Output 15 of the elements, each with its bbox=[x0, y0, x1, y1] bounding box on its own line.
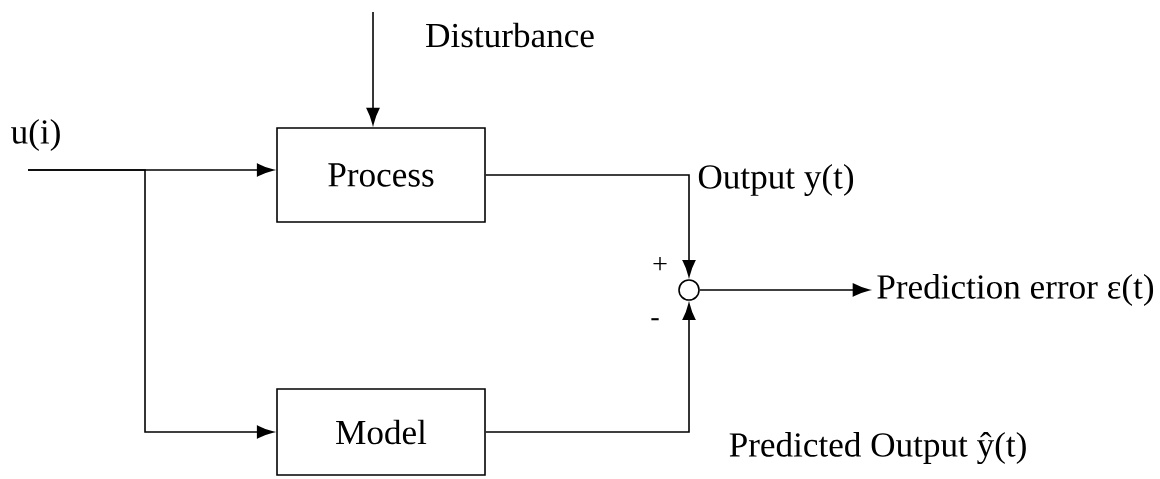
edge-label: Disturbance bbox=[426, 22, 594, 48]
edge-label: u(i) bbox=[11, 119, 60, 151]
process-box: Model bbox=[276, 388, 486, 476]
arrow bbox=[485, 303, 696, 433]
output-text: Prediction error ε(t) bbox=[877, 274, 1154, 306]
arrow bbox=[485, 174, 696, 277]
edge-label: Predicted Output ŷ(t) bbox=[729, 432, 1026, 464]
sign-label: - bbox=[651, 318, 659, 321]
process-box: Process bbox=[276, 127, 486, 223]
edge-label: Output y(t) bbox=[698, 164, 854, 196]
summing-junction bbox=[678, 279, 700, 301]
arrow bbox=[27, 169, 274, 439]
sign-label: + bbox=[653, 257, 667, 271]
arrow bbox=[699, 283, 870, 297]
arrow bbox=[366, 11, 380, 125]
